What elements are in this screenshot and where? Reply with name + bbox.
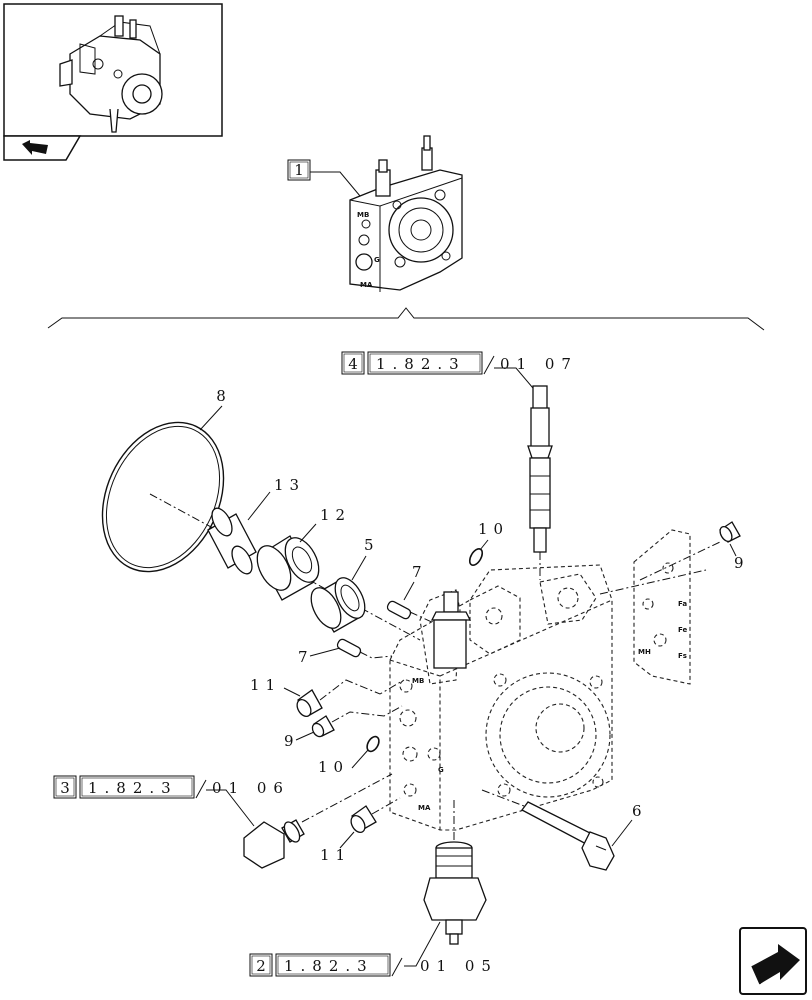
- svg-text:13: 13: [274, 476, 305, 494]
- svg-text:Fa: Fa: [678, 600, 687, 608]
- svg-text:11: 11: [320, 846, 351, 864]
- svg-text:MB: MB: [357, 211, 369, 219]
- svg-text:01 05: 01 05: [420, 957, 498, 975]
- svg-text:9: 9: [734, 554, 750, 572]
- part-12-bushing: 12: [256, 506, 351, 601]
- svg-text:Fe: Fe: [678, 626, 687, 634]
- svg-text:Fs: Fs: [678, 652, 687, 660]
- svg-text:G: G: [374, 256, 380, 264]
- pump-overview-thumbnail: [59, 15, 163, 133]
- svg-text:10: 10: [478, 520, 509, 538]
- group-bracket: [47, 307, 765, 331]
- part-8-oring: 8: [101, 387, 232, 573]
- part-7-pin-lower: 7: [298, 638, 393, 666]
- back-arrow-tab[interactable]: [3, 135, 82, 161]
- part-10-oring-upper: 10: [468, 520, 509, 566]
- part-6-bolt: 6: [481, 789, 648, 871]
- svg-text:1.82.3: 1.82.3: [88, 779, 178, 797]
- svg-text:12: 12: [320, 506, 351, 524]
- part-2-pressure-switch: [423, 800, 487, 945]
- svg-text:G: G: [438, 766, 444, 774]
- svg-text:10: 10: [318, 758, 349, 776]
- assembly-ref-number: 1: [294, 161, 304, 179]
- reference-3[interactable]: 3 1.82.3 01 06: [53, 775, 290, 827]
- forward-arrow-icon: [751, 944, 800, 985]
- svg-text:5: 5: [364, 536, 380, 554]
- svg-text:7: 7: [412, 563, 428, 581]
- part-3-relief-valve: [243, 773, 393, 869]
- svg-text:MA: MA: [418, 804, 431, 812]
- part-10-oring-lower: 10: [318, 735, 380, 776]
- svg-text:11: 11: [250, 676, 281, 694]
- svg-text:MB: MB: [412, 677, 424, 685]
- part-4-pressure-sensor-top: [527, 385, 553, 580]
- svg-text:MH: MH: [638, 648, 651, 656]
- part-13-sleeve: 13: [207, 476, 305, 575]
- reference-2[interactable]: 2 1.82.3 01 05: [249, 921, 498, 977]
- assembly-reference: 1 MB MA G: [287, 135, 463, 292]
- svg-text:9: 9: [284, 732, 300, 750]
- valve-block-assembly-image: MB MA G: [349, 135, 463, 292]
- svg-text:8: 8: [216, 387, 232, 405]
- svg-text:2: 2: [256, 957, 266, 975]
- svg-text:01 07: 01 07: [500, 355, 578, 373]
- assembly-axis-line: [149, 493, 421, 641]
- svg-text:1.82.3: 1.82.3: [376, 355, 466, 373]
- svg-text:1.82.3: 1.82.3: [284, 957, 374, 975]
- side-cover-plate-phantom: Fa Fe Fs MH: [599, 529, 721, 685]
- svg-text:3: 3: [60, 779, 70, 797]
- reference-4[interactable]: 4 1.82.3 01 07: [341, 351, 578, 395]
- part-7-pin-upper: 7: [386, 563, 437, 625]
- svg-text:7: 7: [298, 648, 314, 666]
- part-11-plug-lower: 11: [320, 797, 401, 864]
- part-9-plug-right: 9: [719, 521, 750, 572]
- part-body-stud: [430, 591, 472, 669]
- svg-text:6: 6: [632, 802, 648, 820]
- part-11-plug-upper: 11: [250, 676, 405, 718]
- back-arrow-icon: [22, 140, 48, 155]
- svg-text:01 06: 01 06: [212, 779, 290, 797]
- part-9-plug-left: 9: [284, 705, 403, 750]
- valve-body-phantom: MB MA G: [389, 564, 613, 831]
- svg-text:4: 4: [348, 355, 358, 373]
- thumbnail-panel[interactable]: [3, 3, 223, 161]
- forward-nav-button[interactable]: [739, 927, 807, 995]
- svg-text:MA: MA: [360, 281, 373, 289]
- part-5-bushing: 5: [310, 536, 380, 633]
